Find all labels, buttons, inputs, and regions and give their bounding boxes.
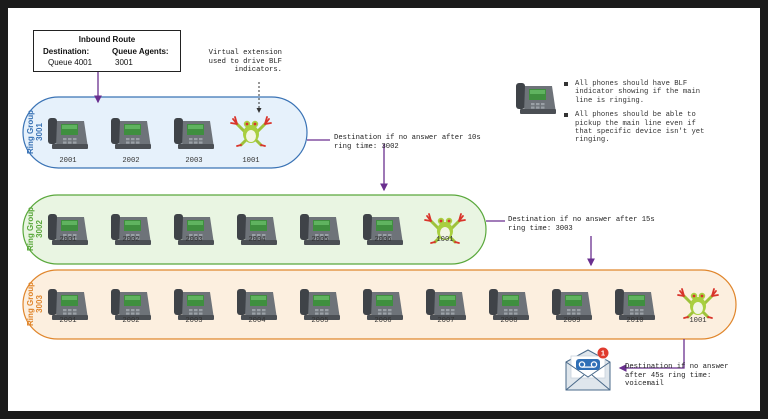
voicemail-envelope-icon: 1 [565, 347, 611, 391]
extension-2005: 2005 [311, 236, 329, 244]
desk-phone-icon [615, 289, 655, 320]
desk-phone-icon [300, 214, 340, 245]
ring-group-number: 3002 [35, 220, 44, 238]
diagram-svg: 1 [22, 72, 737, 391]
desk-phone-icon [237, 214, 277, 245]
voicemail-badge [597, 347, 609, 359]
desk-phone-icon [426, 289, 466, 320]
extension-2004: 2004 [248, 236, 266, 244]
extension-2006: 2006 [374, 317, 392, 325]
extension-1001: 1001 [242, 157, 260, 165]
ring-group-title: Ring Group [26, 110, 35, 154]
desk-phone-icon [111, 214, 151, 245]
extension-2001: 2001 [59, 317, 77, 325]
desk-phone-icon [48, 118, 88, 149]
desk-phone-icon [174, 214, 214, 245]
notes-list: All phones should have BLF indicator sho… [563, 80, 713, 151]
desk-phone-icon [300, 289, 340, 320]
desk-phone-icon [237, 289, 277, 320]
extension-2007: 2007 [437, 317, 455, 325]
desk-phone-icon [552, 289, 592, 320]
frog-virtual-extension-icon [677, 288, 719, 319]
extension-2010: 2010 [626, 317, 644, 325]
frog-virtual-extension-icon [424, 213, 466, 244]
extension-2003: 2003 [185, 317, 203, 325]
queue-agents-value: 3001 [115, 58, 133, 67]
voicemail-badge-count: 1 [601, 349, 605, 358]
ring-group-number: 3003 [35, 295, 44, 313]
diagram-canvas: 1 Inbound Route Destination: Queue Agent… [8, 8, 760, 411]
queue-agents-label: Queue Agents: [112, 47, 169, 56]
extension-1001: 1001 [436, 236, 454, 244]
desk-phone-icon [111, 289, 151, 320]
extension-2003: 2003 [185, 236, 203, 244]
desk-phone-icon [48, 214, 88, 245]
extension-2005: 2005 [311, 317, 329, 325]
destination-value: Queue 4001 [48, 58, 93, 67]
desk-phone-icon [174, 118, 214, 149]
extension-2004: 2004 [248, 317, 266, 325]
note-blf: All phones should have BLF indicator sho… [563, 80, 713, 105]
inbound-route-box: Inbound Route Destination: Queue Agents:… [33, 30, 181, 72]
desk-phone-icon [174, 289, 214, 320]
extension-2001: 2001 [59, 236, 77, 244]
extension-2002: 2002 [122, 317, 140, 325]
ring-group-title: Ring Group [26, 207, 35, 251]
destination-note-3002: Destination if no answer after 15s ring … [508, 216, 655, 233]
note-pickup: All phones should be able to pickup the … [563, 111, 713, 145]
extension-2001: 2001 [59, 157, 77, 165]
inbound-route-title: Inbound Route [78, 35, 136, 44]
extension-2002: 2002 [122, 236, 140, 244]
ring-group-title: Ring Group [26, 282, 35, 326]
destination-note-3001: Destination if no answer after 10s ring … [334, 134, 481, 151]
desk-phone-icon [111, 118, 151, 149]
virtual-extension-note: Virtual extension used to drive BLF indi… [208, 49, 282, 75]
group-3003-to-voicemail-arrow [618, 339, 685, 372]
extension-2006: 2006 [374, 236, 392, 244]
extension-1001: 1001 [689, 317, 707, 325]
extension-2009: 2009 [563, 317, 581, 325]
desk-phone-icon [48, 289, 88, 320]
desk-phone-icon [516, 83, 556, 114]
destination-note-3003: Destination if no answer after 45s ring … [625, 363, 729, 389]
desk-phone-icon [363, 214, 403, 245]
extension-2002: 2002 [122, 157, 140, 165]
extension-2008: 2008 [500, 317, 518, 325]
destination-label: Destination: [43, 47, 90, 56]
ring-group-3001-container [22, 96, 308, 169]
desk-phone-icon [363, 289, 403, 320]
frog-virtual-extension-icon [230, 116, 272, 147]
desk-phone-icon [489, 289, 529, 320]
extension-2003: 2003 [185, 157, 203, 165]
